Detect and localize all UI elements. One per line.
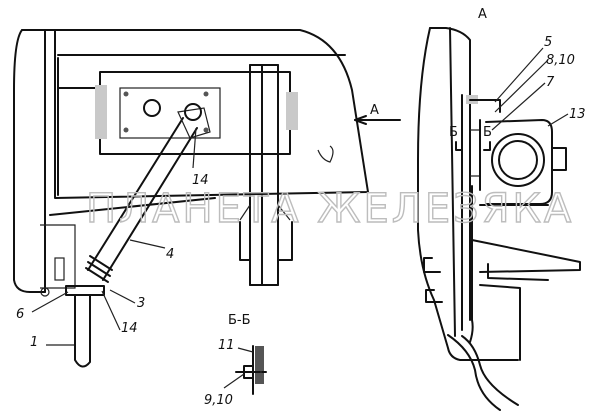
vertical-frame-member bbox=[239, 64, 293, 286]
fuel-tank bbox=[95, 71, 334, 163]
label-13: 13 bbox=[569, 107, 586, 122]
label-14-pipe: 14 bbox=[121, 321, 138, 336]
leader-lines bbox=[31, 47, 569, 389]
view-a-title: А bbox=[478, 7, 487, 22]
view-a-arrow bbox=[354, 115, 401, 125]
section-b-marks bbox=[455, 141, 491, 151]
cab-rear-wall bbox=[13, 29, 369, 297]
label-1: 1 bbox=[30, 335, 38, 350]
label-7: 7 bbox=[546, 75, 555, 90]
label-4: 4 bbox=[166, 247, 174, 262]
section-b-mark-left: Б bbox=[449, 125, 458, 140]
label-9-10: 9,10 bbox=[204, 393, 233, 408]
label-8-10: 8,10 bbox=[546, 53, 575, 68]
filler-pipe bbox=[65, 103, 211, 368]
section-b-mark-right: Б bbox=[483, 125, 492, 140]
section-b-title: Б-Б bbox=[228, 313, 251, 328]
section-b-detail bbox=[235, 345, 267, 395]
label-14-tank: 14 bbox=[192, 173, 209, 188]
view-a-steps bbox=[423, 257, 443, 303]
view-a-cab-panel bbox=[417, 27, 581, 411]
view-a-arrow-label: А bbox=[370, 103, 379, 118]
label-3: 3 bbox=[137, 296, 145, 311]
label-5: 5 bbox=[544, 35, 552, 50]
label-6: 6 bbox=[16, 307, 24, 322]
watermark: ПЛАНЕТА ЖЕЛЕЗЯКА bbox=[86, 186, 574, 232]
cab-light-13 bbox=[485, 119, 567, 205]
label-11: 11 bbox=[218, 338, 235, 353]
